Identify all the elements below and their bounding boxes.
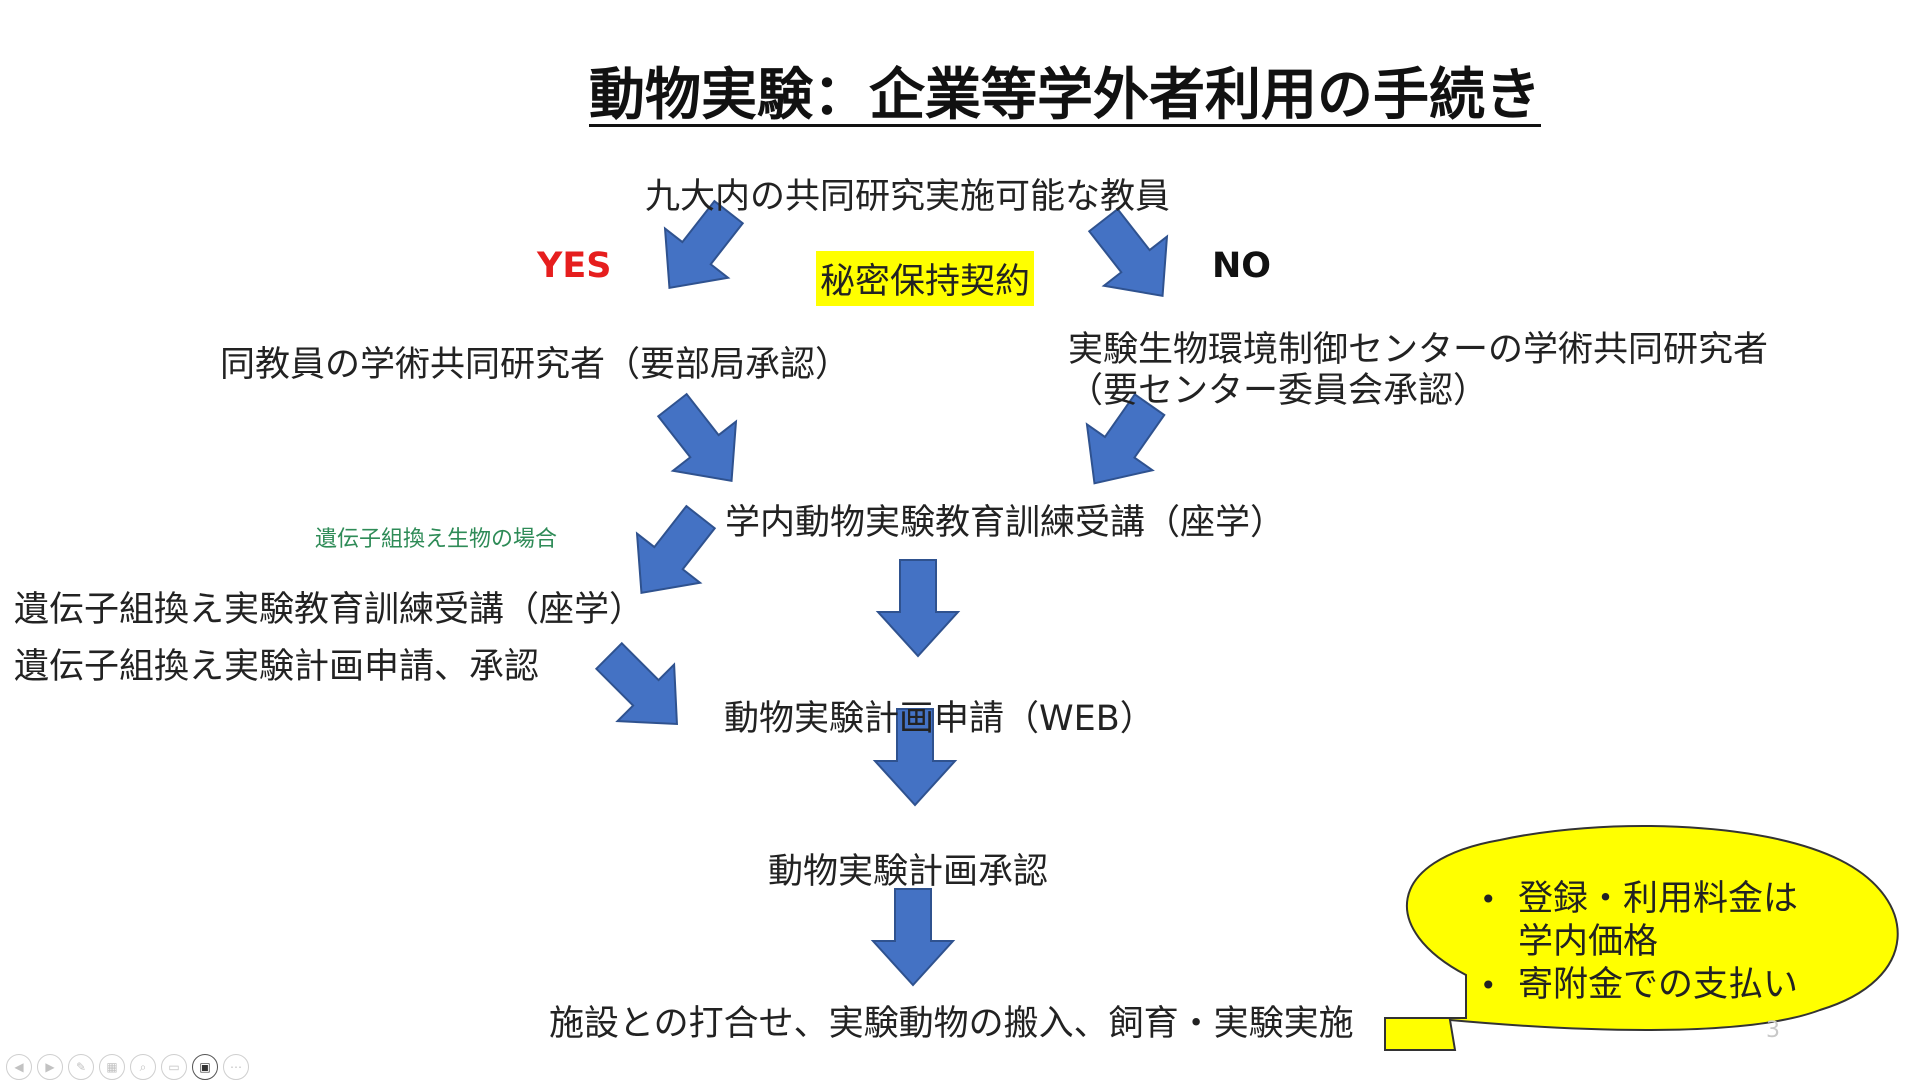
no-label: NO xyxy=(1212,246,1272,286)
arrow-yes-to-training xyxy=(639,379,765,507)
yes-branch-node: 同教員の学術共同研究者（要部局承認） xyxy=(220,345,851,385)
camera-icon[interactable]: ▣ xyxy=(192,1054,218,1080)
callout-text: 登録・利用料金は 学内価格 寄附金での支払い xyxy=(1470,878,1798,1007)
slide-title: 動物実験：企業等学外者利用の手続き xyxy=(589,63,1541,128)
slides-icon[interactable]: ▦ xyxy=(99,1054,125,1080)
final-step-node: 施設との打合せ、実験動物の搬入、飼育・実験実施 xyxy=(549,1004,1354,1044)
more-icon[interactable]: ⋯ xyxy=(223,1054,249,1080)
callout-item-donation: 寄附金での支払い xyxy=(1470,964,1798,1007)
training-node: 学内動物実験教育訓練受講（座学） xyxy=(725,503,1286,543)
confidentiality-highlight: 秘密保持契約 xyxy=(816,251,1035,306)
plan-application-node: 動物実験計画申請（WEB） xyxy=(724,699,1155,739)
subtitles-icon[interactable]: ▭ xyxy=(161,1054,187,1080)
zoom-icon[interactable]: ⌕ xyxy=(130,1054,156,1080)
pen-icon[interactable]: ✎ xyxy=(68,1054,94,1080)
yes-label: YES xyxy=(537,246,612,286)
next-icon[interactable]: ▶ xyxy=(37,1054,63,1080)
gmo-note: 遺伝子組換え生物の場合 xyxy=(315,527,558,552)
page-number: 3 xyxy=(1766,1018,1780,1043)
arrow-to-final-step xyxy=(872,888,954,986)
arrow-to-plan-application xyxy=(877,559,959,657)
no-branch-node-line1: 実験生物環境制御センターの学術共同研究者 xyxy=(1068,330,1769,370)
callout-item-fee: 登録・利用料金は 学内価格 xyxy=(1470,878,1798,964)
presentation-toolbar: ◀ ▶ ✎ ▦ ⌕ ▭ ▣ ⋯ xyxy=(6,1054,249,1080)
prev-icon[interactable]: ◀ xyxy=(6,1054,32,1080)
no-branch-node-line2: （要センター委員会承認） xyxy=(1068,371,1489,411)
arrow-gmo-to-plan xyxy=(579,626,707,754)
gmo-training-node: 遺伝子組換え実験教育訓練受講（座学） xyxy=(14,590,645,630)
gmo-plan-node: 遺伝子組換え実験計画申請、承認 xyxy=(14,647,540,687)
root-node: 九大内の共同研究実施可能な教員 xyxy=(645,177,1171,217)
plan-approval-node: 動物実験計画承認 xyxy=(768,852,1049,892)
